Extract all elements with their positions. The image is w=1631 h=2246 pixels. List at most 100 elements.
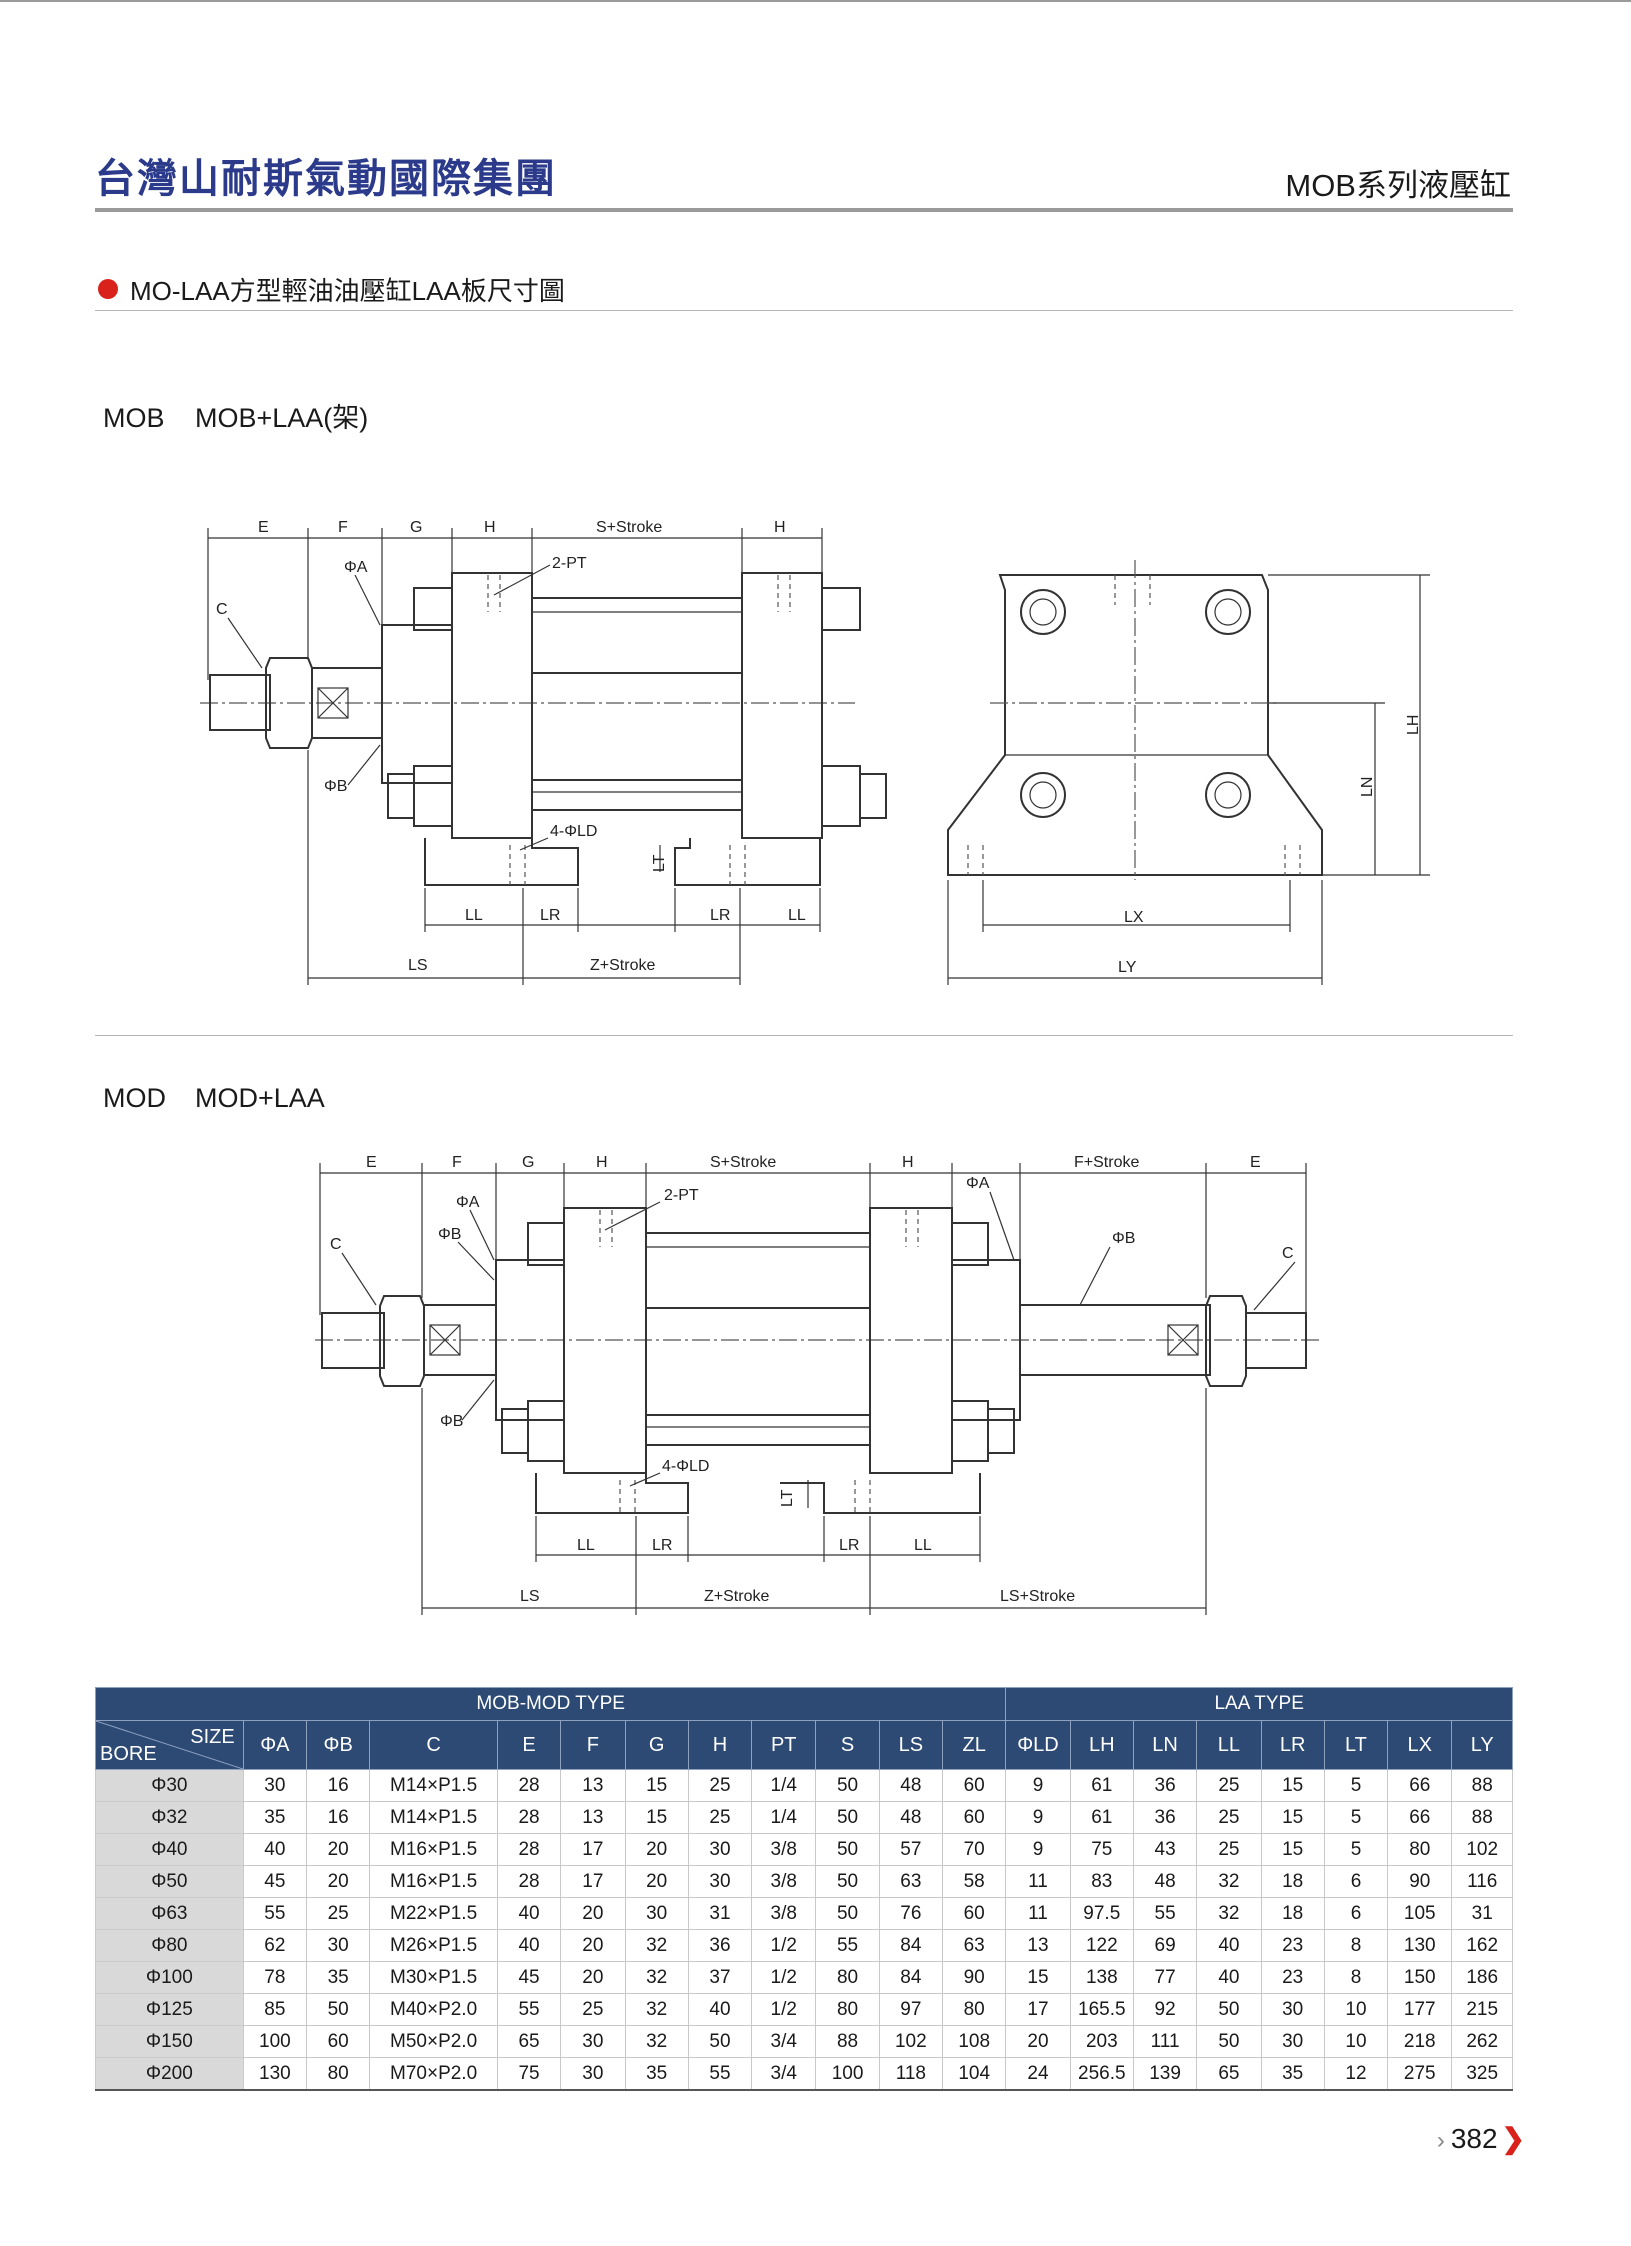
bore-cell: Φ100 (95, 1961, 244, 1994)
mob-label-c: C (216, 601, 228, 618)
mob-label-ld: 4-ΦLD (550, 823, 597, 840)
table-cell: 15 (1260, 1833, 1325, 1866)
mod-caption-text: MOD+LAA (195, 1083, 325, 1113)
mob-label-lh: LH (1405, 715, 1422, 735)
table-cell: 76 (878, 1897, 943, 1930)
table-cell: 9 (1005, 1801, 1071, 1834)
table-cell: 62 (242, 1929, 308, 1962)
table-cell: 16 (305, 1769, 371, 1802)
mob-caption-text: MOB+LAA(架) (195, 403, 369, 433)
table-cell: 1/2 (751, 1929, 817, 1962)
mob-label-pt: 2-PT (552, 555, 587, 572)
mod-label-ll2: LL (914, 1537, 932, 1554)
table-cell: 50 (815, 1769, 880, 1802)
bore-cell: Φ80 (95, 1929, 244, 1962)
mod-label-lr1: LR (652, 1537, 672, 1554)
table-cell: 43 (1132, 1833, 1198, 1866)
bore-cell: Φ200 (95, 2057, 244, 2091)
table-cell: 256.5 (1069, 2057, 1134, 2091)
mob-label-stroke: S+Stroke (596, 519, 662, 536)
table-cell: 61 (1069, 1769, 1134, 1802)
table-cell: 25 (1196, 1833, 1262, 1866)
table-cell: M14×P1.5 (369, 1769, 498, 1802)
table-cell: 63 (878, 1865, 943, 1898)
mob-label-ln: LN (1359, 777, 1376, 797)
table-cell: 50 (815, 1865, 880, 1898)
table-cell: 20 (560, 1961, 626, 1994)
table-cell: 48 (878, 1801, 943, 1834)
mod-label-phi-a2: ΦA (966, 1175, 990, 1192)
table-cell: 150 (1387, 1961, 1453, 1994)
column-header: LL (1196, 1720, 1262, 1770)
size-bore-header: SIZE BORE (95, 1720, 244, 1770)
mob-label-ll1: LL (465, 907, 483, 924)
table-cell: 45 (242, 1865, 308, 1898)
drawing-divider (95, 1035, 1513, 1036)
mod-label-stroke: S+Stroke (710, 1154, 776, 1171)
table-cell: 69 (1132, 1929, 1198, 1962)
mod-label-ls-stroke: LS+Stroke (1000, 1588, 1075, 1605)
column-header: LS (878, 1720, 943, 1770)
mod-label-c1: C (330, 1236, 342, 1253)
mob-label-lx: LX (1124, 909, 1144, 926)
table-cell: 35 (242, 1801, 308, 1834)
table-cell: 18 (1260, 1865, 1325, 1898)
table-cell: M40×P2.0 (369, 1993, 498, 2026)
mob-label-e: E (258, 519, 269, 536)
mod-drawing: E F G H S+Stroke H F+Stroke E ΦA 2-PT ΦA… (315, 1154, 1320, 1615)
table-cell: 3/8 (751, 1833, 817, 1866)
mob-drawing: E F G H S+Stroke H ΦA 2-PT C ΦB 4-ΦLD LT… (200, 519, 1430, 985)
table-cell: 80 (815, 1993, 880, 2026)
table-cell: 6 (1323, 1897, 1389, 1930)
table-cell: 30 (560, 2025, 626, 2058)
table-cell: 97.5 (1069, 1897, 1134, 1930)
table-cell: 3/4 (751, 2025, 817, 2058)
table-cell: 32 (624, 2025, 689, 2058)
table-cell: 24 (1005, 2057, 1071, 2091)
table-cell: 162 (1451, 1929, 1513, 1962)
table-cell: 13 (560, 1769, 626, 1802)
mob-label-phi-b: ΦB (324, 778, 347, 795)
table-cell: 88 (815, 2025, 880, 2058)
table-cell: 111 (1132, 2025, 1198, 2058)
table-cell: 108 (941, 2025, 1007, 2058)
table-cell: 10 (1323, 1993, 1389, 2026)
table-cell: 88 (1451, 1801, 1513, 1834)
bore-cell: Φ32 (95, 1801, 244, 1834)
table-cell: 36 (1132, 1801, 1198, 1834)
table-cell: 1/4 (751, 1801, 817, 1834)
bore-cell: Φ150 (95, 2025, 244, 2058)
column-header: ΦLD (1005, 1720, 1071, 1770)
column-header: LR (1260, 1720, 1325, 1770)
table-cell: M70×P2.0 (369, 2057, 498, 2091)
table-cell: 65 (496, 2025, 562, 2058)
column-header: LT (1323, 1720, 1389, 1770)
table-cell: 80 (815, 1961, 880, 1994)
table-cell: 9 (1005, 1833, 1071, 1866)
table-cell: 50 (1196, 1993, 1262, 2026)
table-cell: 32 (1196, 1865, 1262, 1898)
mod-label-z-stroke: Z+Stroke (704, 1588, 769, 1605)
mod-side-view: E F G H S+Stroke H F+Stroke E ΦA 2-PT ΦA… (315, 1154, 1320, 1615)
mob-end-view: LH LN LX LY (947, 560, 1430, 985)
table-cell: 40 (687, 1993, 753, 2026)
table-cell: 28 (496, 1801, 562, 1834)
table-cell: 25 (1196, 1801, 1262, 1834)
table-cell: 32 (624, 1929, 689, 1962)
table-cell: 11 (1005, 1865, 1071, 1898)
table-cell: 9 (1005, 1769, 1071, 1802)
brand-title: 台灣山耐斯氣動國際集團 (95, 155, 557, 202)
column-header: E (496, 1720, 562, 1770)
table-cell: 40 (496, 1897, 562, 1930)
table-cell: 40 (496, 1929, 562, 1962)
table-cell: 97 (878, 1993, 943, 2026)
table-cell: 55 (815, 1929, 880, 1962)
table-cell: 105 (1387, 1897, 1453, 1930)
table-cell: 84 (878, 1929, 943, 1962)
table-cell: 31 (687, 1897, 753, 1930)
